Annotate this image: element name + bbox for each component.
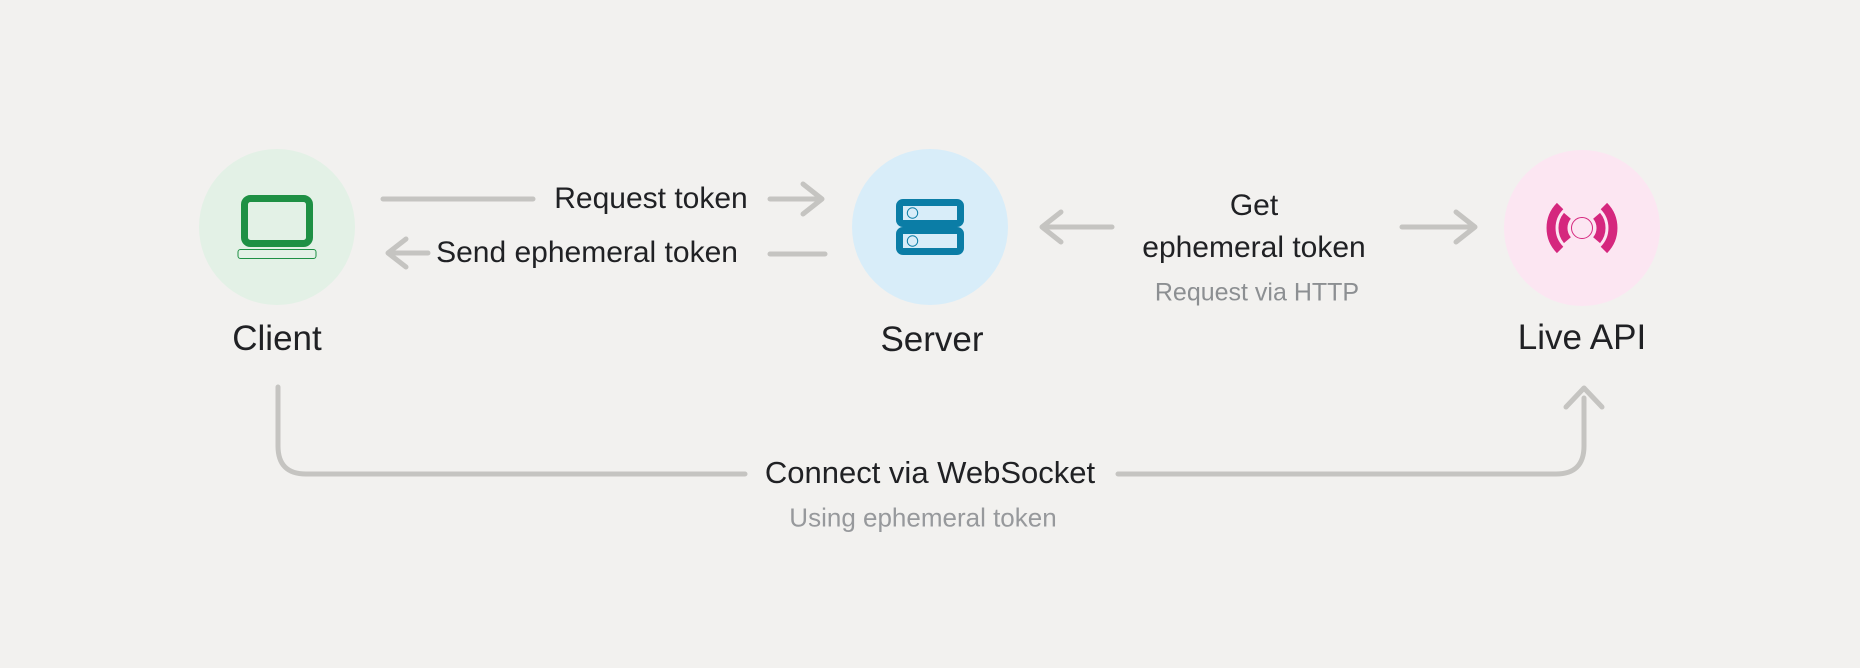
using-ephemeral-token-sublabel: Using ephemeral token <box>789 502 1057 533</box>
request-token-label: Request token <box>554 182 748 215</box>
get-ephemeral-token-label-line1: Get <box>1229 189 1279 222</box>
server-icon <box>896 199 964 255</box>
get-ephemeral-token-right-arrow <box>1399 209 1478 245</box>
server-label: Server <box>880 320 984 359</box>
connect-websocket-label: Connect via WebSocket <box>764 455 1096 490</box>
send-ephemeral-token-label: Send ephemeral token <box>436 236 738 269</box>
laptop-icon <box>237 195 317 259</box>
server-node-circle <box>852 149 1008 305</box>
get-ephemeral-token-label-line2: ephemeral token <box>1142 231 1366 264</box>
request-token-arrow <box>380 181 825 217</box>
live-api-node-circle <box>1504 150 1660 306</box>
client-node-circle <box>199 149 355 305</box>
client-label: Client <box>232 319 322 358</box>
get-ephemeral-token-left-arrow <box>1039 209 1115 245</box>
live-api-label: Live API <box>1517 318 1647 357</box>
request-via-http-sublabel: Request via HTTP <box>1154 278 1360 307</box>
send-ephemeral-token-arrow <box>385 236 828 270</box>
broadcast-icon <box>1546 202 1618 254</box>
get-ephemeral-token-label: Get ephemeral token <box>1142 185 1365 269</box>
connect-websocket-arrow <box>275 384 1605 477</box>
